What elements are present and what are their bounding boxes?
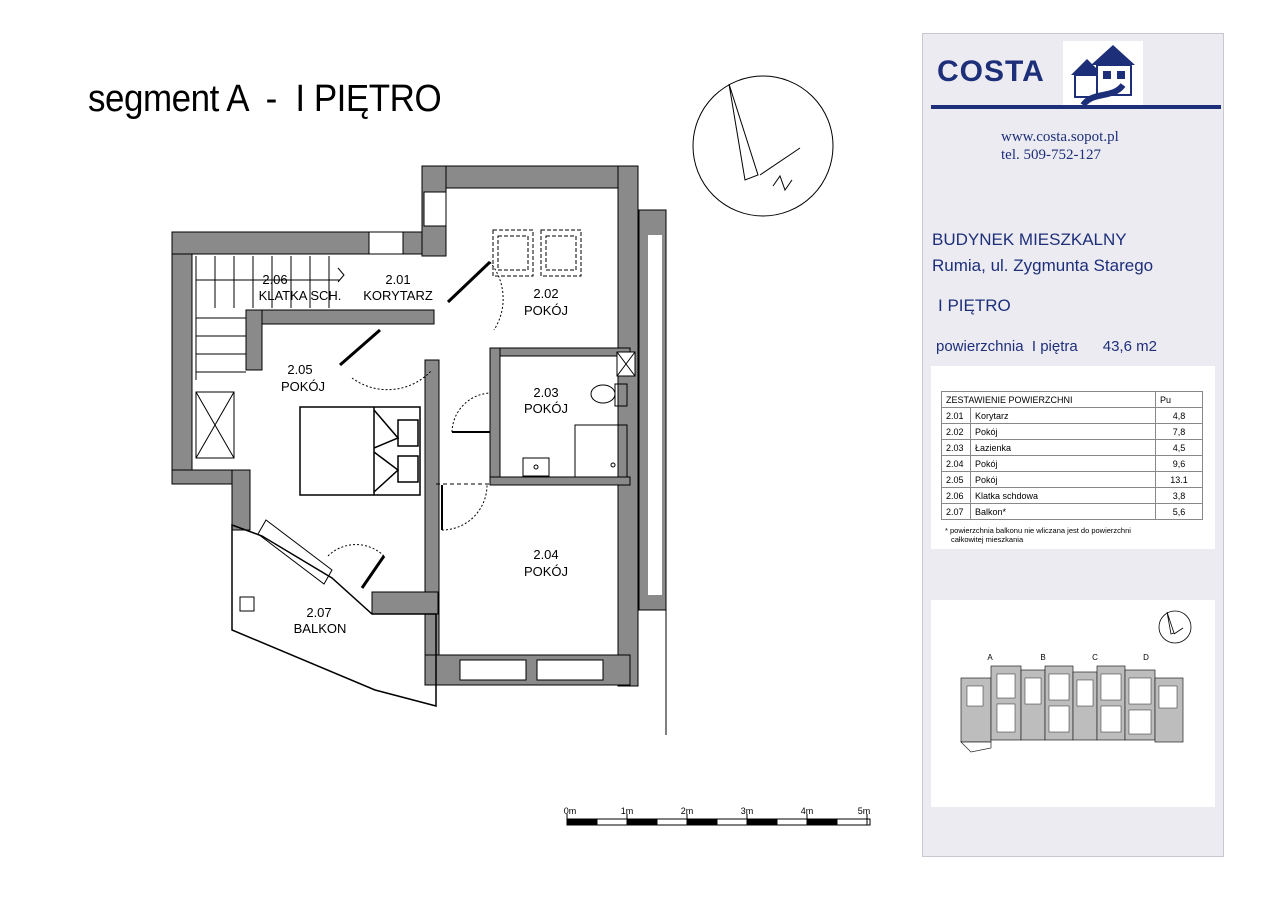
north-arrow xyxy=(692,75,834,217)
room-2-03-name: POKÓJ xyxy=(524,401,568,416)
room-2-01-number: 2.01 xyxy=(385,272,410,287)
floor-label: I PIĘTRO xyxy=(938,296,1011,315)
scale-4: 4m xyxy=(801,806,814,816)
room-2-05-name: POKÓJ xyxy=(281,379,325,394)
table-note: * powierzchnia balkonu nie wliczana jest… xyxy=(945,526,1131,544)
table-title: ZESTAWIENIE POWIERZCHNI xyxy=(941,391,1156,408)
bathroom-fixtures xyxy=(522,383,628,478)
contact-info: www.costa.sopot.pl tel. 509-752-127 xyxy=(1001,128,1119,164)
doors xyxy=(327,260,504,589)
walls xyxy=(171,165,667,687)
room-2-05-number: 2.05 xyxy=(287,362,312,377)
room-2-07-name: BALKON xyxy=(294,621,347,636)
room-2-06-number: 2.06 xyxy=(262,272,287,287)
mini-north-arrow xyxy=(1158,610,1192,644)
note-line-2: całkowitej mieszkania xyxy=(951,535,1024,544)
room-2-02-number: 2.02 xyxy=(533,286,558,301)
scale-labels: 0m 1m 2m 3m 4m 5m xyxy=(564,806,871,816)
room-2-02-name: POKÓJ xyxy=(524,303,568,318)
room-2-06-name: KLATKA SCH. xyxy=(259,288,342,303)
building-type: BUDYNEK MIESZKALNY xyxy=(932,230,1127,249)
stairs xyxy=(195,256,345,380)
shafts xyxy=(195,351,636,459)
balcony-outline xyxy=(231,523,437,707)
room-2-04-name: POKÓJ xyxy=(524,564,568,579)
site-interiors xyxy=(966,673,1178,735)
page-title: segment A - I PIĘTRO xyxy=(88,78,442,120)
balcony-post xyxy=(239,596,255,612)
segment-b-label: B xyxy=(1040,653,1045,662)
logo-text: COSTA xyxy=(937,55,1045,88)
house-logo-icon xyxy=(1063,41,1143,105)
floor-plan: 2.06 KLATKA SCH. 2.01 KORYTARZ 2.02 POKÓ… xyxy=(171,75,871,826)
scale-5: 5m xyxy=(858,806,871,816)
scale-3: 3m xyxy=(741,806,754,816)
segment-d-label: D xyxy=(1143,653,1149,662)
room-2-07-number: 2.07 xyxy=(306,605,331,620)
skylights xyxy=(492,229,582,277)
room-2-01-name: KORYTARZ xyxy=(363,288,433,303)
website-link[interactable]: www.costa.sopot.pl xyxy=(1001,129,1119,145)
neighbor-wall-gap xyxy=(648,235,662,595)
scale-1: 1m xyxy=(621,806,634,816)
note-line-1: * powierzchnia balkonu nie wliczana jest… xyxy=(945,526,1131,535)
room-2-04-number: 2.04 xyxy=(533,547,558,562)
segment-a-label: A xyxy=(987,653,993,662)
table-col-pu: Pu xyxy=(1155,391,1203,408)
building-address: Rumia, ul. Zygmunta Starego xyxy=(932,256,1154,275)
table-header: ZESTAWIENIE POWIERZCHNI Pu xyxy=(941,391,1203,408)
segment-c-label: C xyxy=(1092,653,1098,662)
logo: COSTA xyxy=(931,41,1221,111)
scale-2: 2m xyxy=(681,806,694,816)
bed xyxy=(299,406,421,496)
site-plan-box: A B C D xyxy=(931,600,1215,807)
scale-0: 0m xyxy=(564,806,577,816)
phone-number: tel. 509-752-127 xyxy=(1001,147,1101,163)
room-labels: 2.06 KLATKA SCH. 2.01 KORYTARZ 2.02 POKÓ… xyxy=(259,272,568,636)
site-plan: A B C D xyxy=(960,610,1192,753)
scale-bar xyxy=(566,814,871,826)
room-2-03-number: 2.03 xyxy=(533,385,558,400)
logo-underline xyxy=(931,105,1221,109)
floor-area: powierzchnia I piętra 43,6 m2 xyxy=(936,338,1157,355)
